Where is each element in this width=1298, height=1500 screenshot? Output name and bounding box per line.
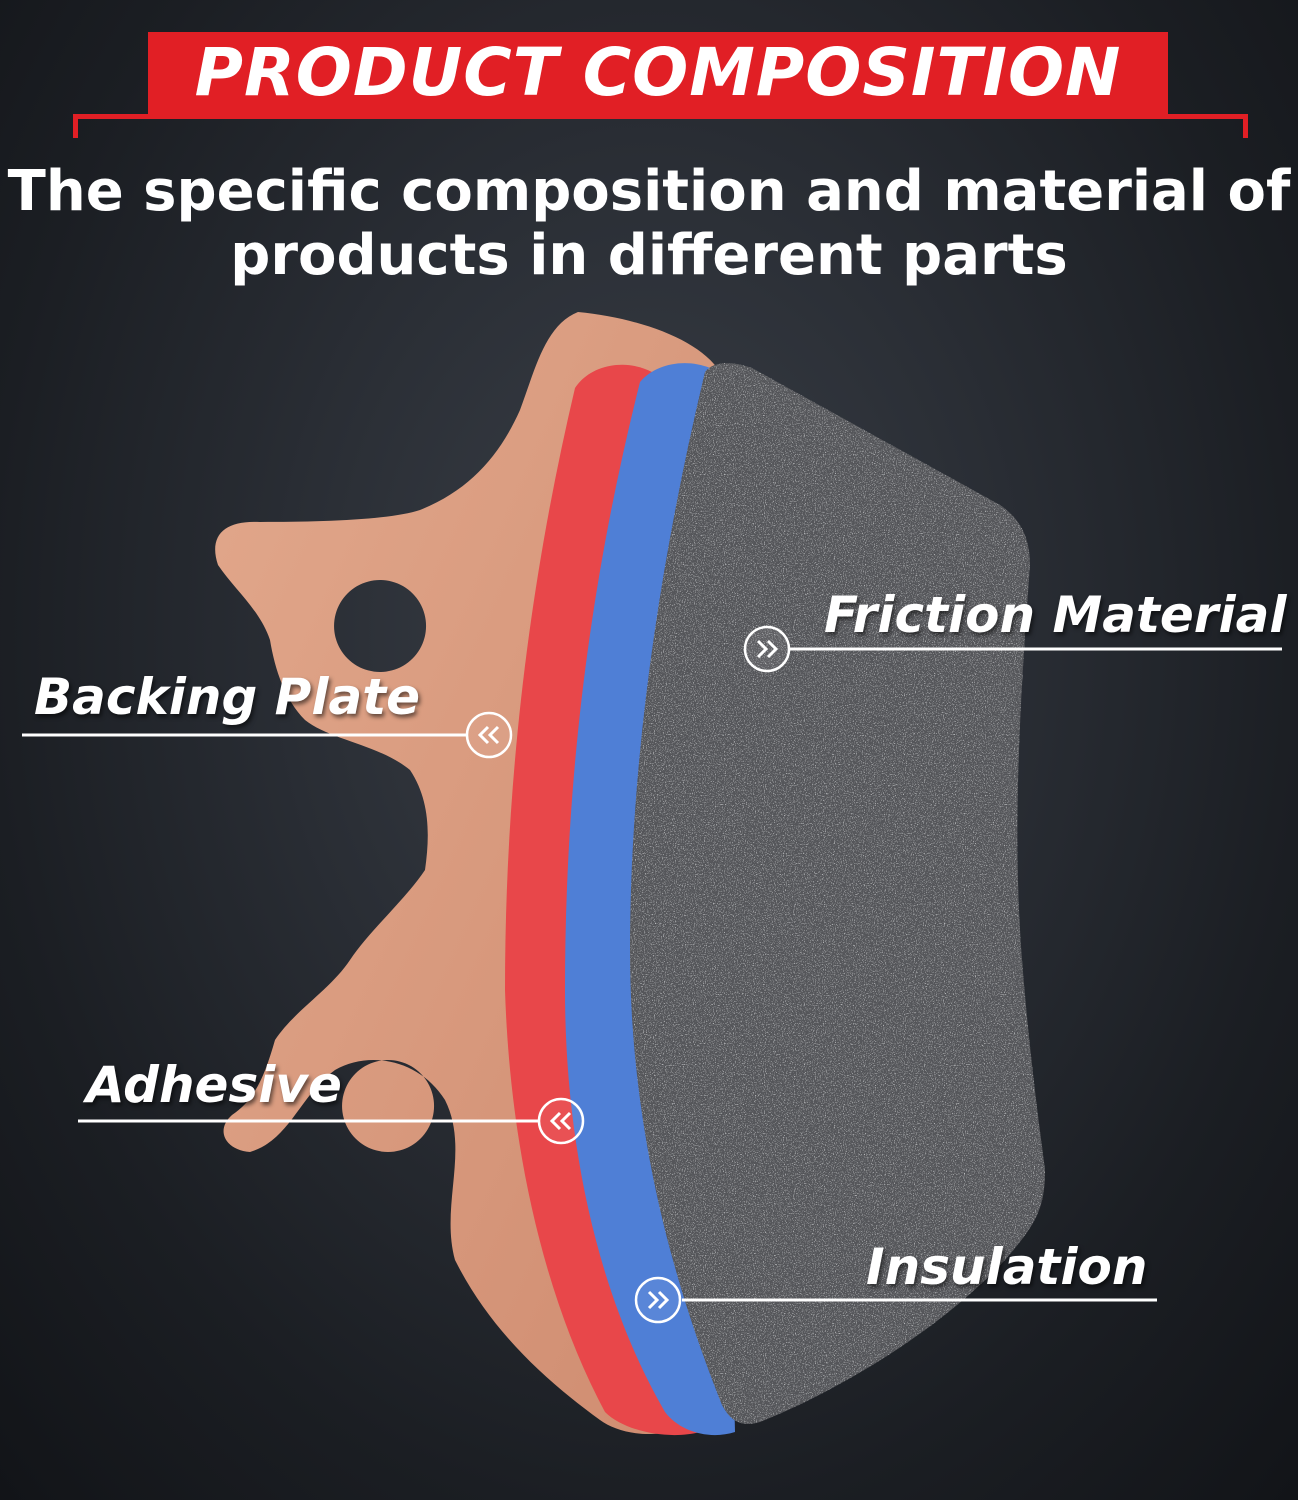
double-chevron-left-icon bbox=[465, 711, 513, 759]
title-banner: PRODUCT COMPOSITION bbox=[148, 32, 1168, 114]
insulation-label: Insulation bbox=[866, 1238, 1148, 1296]
banner-title: PRODUCT COMPOSITION bbox=[194, 34, 1122, 111]
adhesive-label: Adhesive bbox=[86, 1056, 342, 1114]
double-chevron-right-icon bbox=[743, 625, 791, 673]
subtitle-line-2: products in different parts bbox=[230, 223, 1068, 288]
double-chevron-left-icon bbox=[537, 1097, 585, 1145]
subtitle: The specific composition and material of… bbox=[0, 160, 1298, 288]
subtitle-line-1: The specific composition and material of bbox=[7, 159, 1291, 224]
friction-material-label: Friction Material bbox=[824, 586, 1287, 644]
double-chevron-right-icon bbox=[634, 1276, 682, 1324]
friction-material bbox=[630, 363, 1045, 1425]
backing-plate-label: Backing Plate bbox=[34, 668, 421, 726]
title-bracket bbox=[73, 114, 1248, 138]
